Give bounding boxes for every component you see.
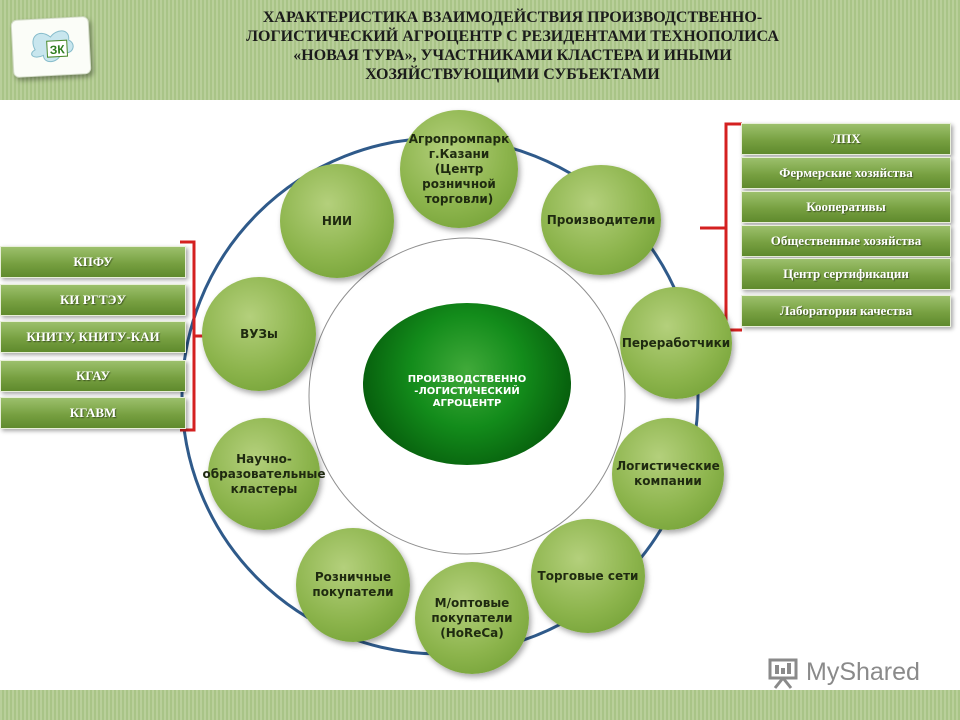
center-agrocenter-circle: ПРОИЗВОДСТВЕННО -ЛОГИСТИЧЕСКИЙ АГРОЦЕНТР — [363, 303, 571, 465]
left-box-kpfu: КПФУ — [0, 246, 186, 278]
header-stripes — [0, 0, 960, 100]
left-box-kgavm: КГАВМ — [0, 397, 186, 429]
node-retail-buyers: Розничные покупатели — [296, 528, 410, 642]
left-box-kgau: КГАУ — [0, 360, 186, 392]
watermark-text: MyShared — [806, 658, 920, 686]
footer-bar — [0, 690, 960, 720]
footer-stripes — [0, 690, 960, 720]
node-horeca: М/оптовые покупатели (HoReCa) — [415, 562, 529, 674]
right-box-cooperatives: Кооперативы — [741, 191, 951, 223]
logo: ЗК — [10, 15, 92, 79]
node-logistics: Логистические компании — [612, 418, 724, 530]
node-producers: Производители — [541, 165, 661, 275]
right-box-quality-lab: Лаборатория качества — [741, 295, 951, 327]
right-bracket — [724, 122, 742, 332]
node-agroprompark: Агропромпарк г.Казани (Центр розничной т… — [400, 110, 518, 228]
right-box-certification: Центр сертификации — [741, 258, 951, 290]
page-title: ХАРАКТЕРИСТИКА ВЗАИМОДЕЙСТВИЯ ПРОИЗВОДСТ… — [246, 9, 779, 83]
node-processors: Переработчики — [620, 287, 732, 399]
node-universities: ВУЗы — [202, 277, 316, 391]
right-box-lph: ЛПХ — [741, 123, 951, 155]
presentation-icon — [768, 658, 798, 689]
header-bar: ЗК ХАРАКТЕРИСТИКА ВЗАИМОДЕЙСТВИЯ ПРОИЗВО… — [0, 0, 960, 100]
left-box-ki-rgteu: КИ РГТЭУ — [0, 284, 186, 316]
logo-text: ЗК — [49, 42, 65, 57]
left-box-knitu: КНИТУ, КНИТУ-КАИ — [0, 321, 186, 353]
right-box-public-farms: Общественные хозяйства — [741, 225, 951, 257]
node-nii: НИИ — [280, 164, 394, 278]
node-retail-chains: Торговые сети — [531, 519, 645, 633]
right-box-farms: Фермерские хозяйства — [741, 157, 951, 189]
node-research-clusters: Научно- образовательные кластеры — [203, 418, 326, 530]
watermark: MyShared — [766, 656, 936, 690]
